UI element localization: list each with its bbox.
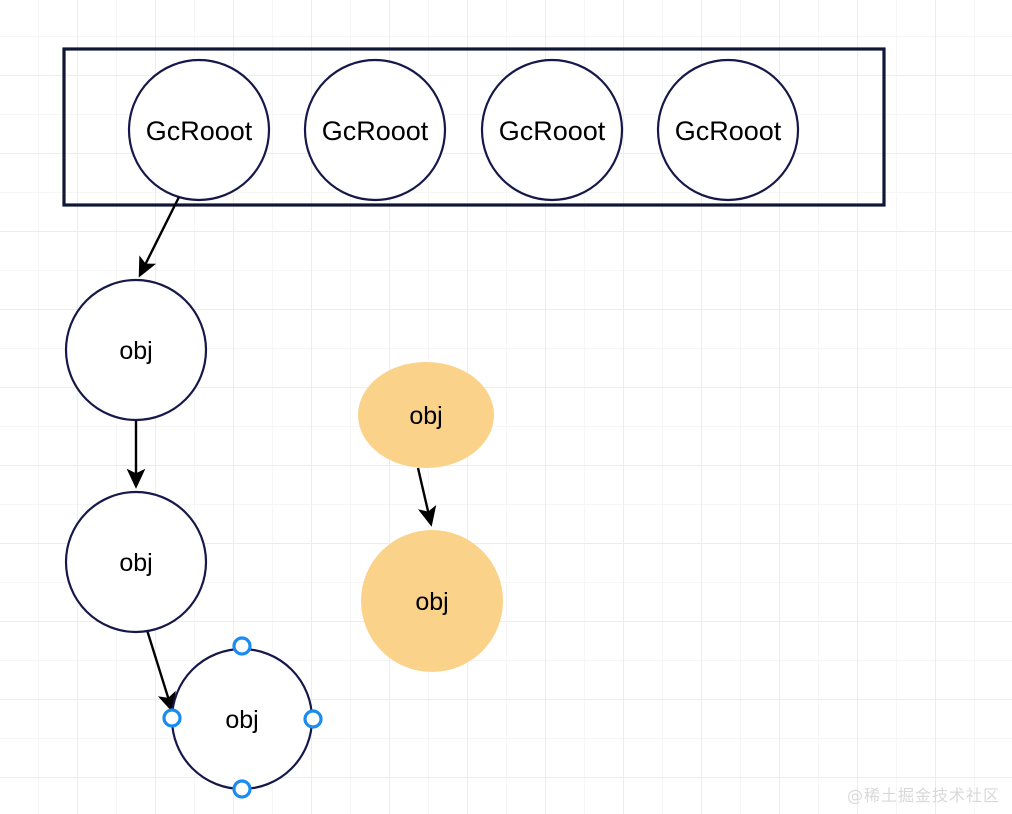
object-ellipse-garbage-1[interactable] (358, 362, 494, 468)
gc-root-node-1[interactable]: GcRooot (127, 58, 271, 202)
connection-handle-north-icon[interactable] (232, 636, 252, 656)
gc-root-circle-1[interactable] (127, 58, 271, 202)
edge-obj2-to-obj-selected[interactable] (145, 629, 176, 713)
connection-handle-east-icon[interactable] (303, 709, 323, 729)
gc-root-node-4[interactable]: GcRooot (656, 58, 800, 202)
object-label-reachable-2: obj (119, 549, 152, 577)
object-circle-garbage-2[interactable] (361, 530, 503, 672)
connection-handle-south-icon[interactable] (232, 779, 252, 799)
object-node-reachable-1[interactable]: obj (64, 278, 208, 422)
object-label-selected: obj (225, 706, 258, 734)
object-label-reachable-1: obj (119, 337, 152, 365)
gc-root-label-1: GcRooot (146, 116, 253, 146)
gc-roots-container-box[interactable] (62, 47, 886, 207)
object-node-garbage-2[interactable]: obj (361, 530, 503, 672)
object-label-garbage-2: obj (415, 588, 448, 616)
gc-root-circle-3[interactable] (480, 58, 624, 202)
gc-root-label-2: GcRooot (322, 116, 429, 146)
object-node-garbage-1[interactable]: obj (358, 362, 494, 468)
gc-root-circle-2[interactable] (303, 58, 447, 202)
object-circle-reachable-2[interactable] (64, 490, 208, 634)
gc-root-node-3[interactable]: GcRooot (480, 58, 624, 202)
gc-root-node-2[interactable]: GcRooot (303, 58, 447, 202)
object-label-garbage-1: obj (409, 402, 442, 430)
gc-root-circle-4[interactable] (656, 58, 800, 202)
object-node-reachable-2[interactable]: obj (64, 490, 208, 634)
object-node-selected[interactable]: obj (170, 647, 314, 791)
edge-gc-root-to-obj1[interactable] (138, 196, 181, 278)
connection-handle-west-icon[interactable] (162, 708, 182, 728)
object-circle-reachable-1[interactable] (64, 278, 208, 422)
gc-root-label-4: GcRooot (675, 116, 782, 146)
gc-root-label-3: GcRooot (499, 116, 606, 146)
edge-garbage1-to-garbage2[interactable] (416, 467, 437, 527)
watermark-text: @稀土掘金技术社区 (846, 786, 1000, 805)
